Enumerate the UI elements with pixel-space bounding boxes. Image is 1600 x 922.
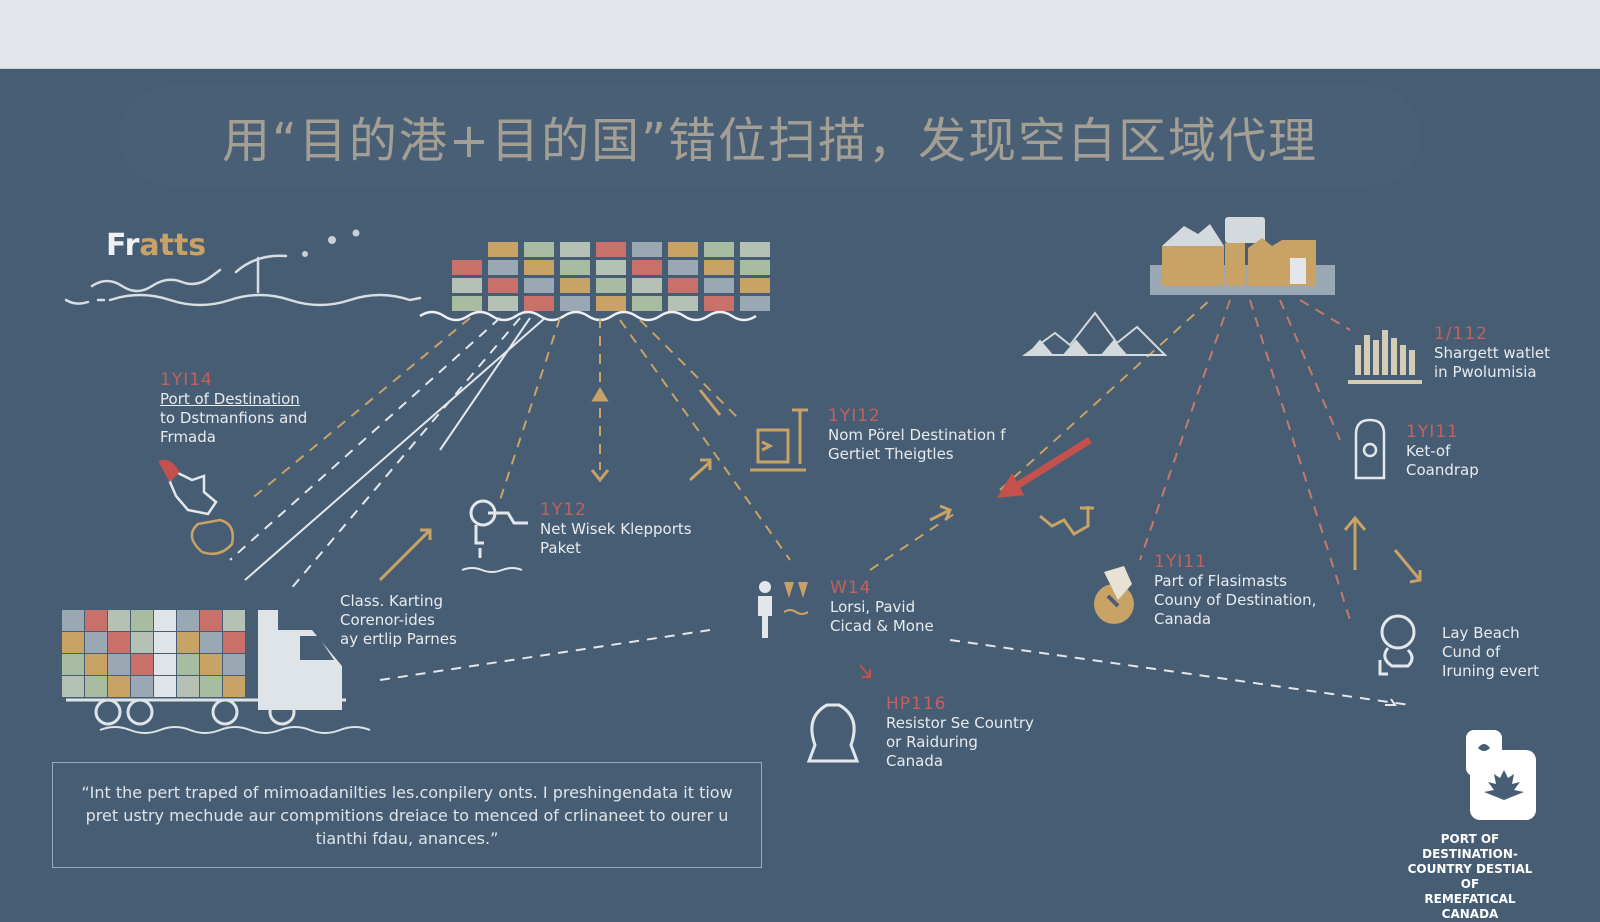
worker-icon: [461, 499, 528, 573]
phone-icon: [1354, 418, 1386, 480]
node-shargett: 1/112 Shargett watlet in Pwolumisia: [1434, 324, 1551, 381]
gear-person-icon: [1378, 614, 1416, 676]
node-port-of-flasimasts: 1YI11 Part of Flasimasts Couny of Destin…: [1154, 552, 1317, 628]
badge-caption: PORT OF DESTINATION- COUNTRY DESTIAL OF …: [1407, 832, 1533, 921]
cargo-ship-icon: [419, 242, 770, 322]
bar-chart-icon: [1348, 330, 1422, 384]
node-lorsi-pavid: W14 Lorsi, Pavid Cicad & Mone: [830, 578, 934, 635]
wave-lines-icon: [64, 229, 422, 307]
tablet-icon: [750, 408, 808, 472]
map-icon: [158, 459, 234, 555]
infographic-panel: [0, 69, 1600, 896]
node-ket-of: 1YI11 Ket-of Coandrap: [1406, 422, 1479, 479]
node-nom-porel: 1YI12 Nom Pörel Destination f Gertiet Th…: [828, 406, 1006, 463]
node-class-karting: Class. Karting Corenor-ides ay ertlip Pa…: [340, 592, 457, 648]
anchor-icon: [1039, 506, 1094, 536]
factory-icon: [1150, 217, 1335, 295]
brand-logo: Fratts: [106, 228, 207, 263]
map-pin-icon: [1094, 566, 1134, 624]
node-resistor: HP116 Resistor Se Country or Raiduring C…: [886, 694, 1034, 770]
pin-icon: [806, 703, 860, 763]
maple-leaf-badge-icon: [1466, 730, 1536, 820]
node-net-wisek: 1Y12 Net Wisek Klepports Paket: [540, 500, 692, 557]
node-lay-beach: Lay Beach Cund of Iruning evert: [1442, 624, 1539, 680]
flow-diagram: [62, 217, 1536, 820]
truck-icon: [62, 610, 371, 734]
node-port-of-destination: 1YI14 Port of Destination to Dstmanfions…: [160, 370, 308, 446]
page-title: 用“目的港+目的国”错位扫描，发现空白区域代理: [222, 113, 1318, 169]
mountain-icon: [1021, 311, 1168, 356]
quote-box: “Int the pert traped of mimoadanilties l…: [52, 762, 762, 868]
worker-icon-2: [758, 581, 809, 638]
flow-arrows: [378, 387, 1422, 706]
